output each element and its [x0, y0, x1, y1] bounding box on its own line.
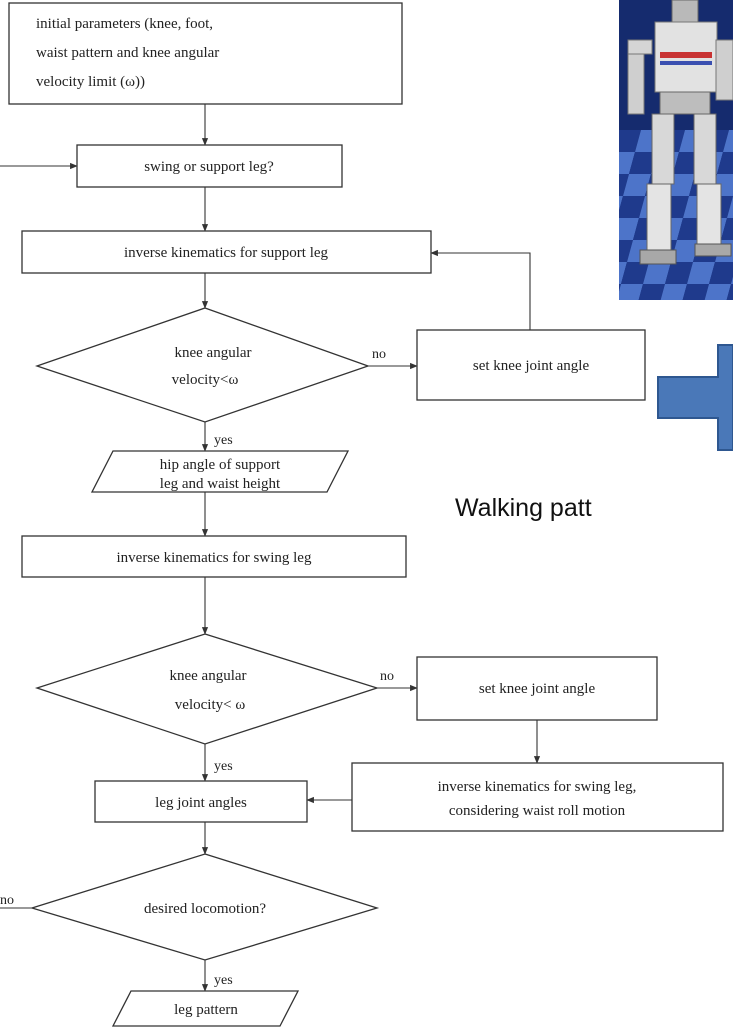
floor-tile — [577, 262, 605, 284]
ik-swing-waist-line2: considering waist roll motion — [449, 803, 626, 819]
initial-parameters-line3: velocity limit (ω)) — [36, 74, 145, 90]
decision1-line2: velocity<ω — [172, 372, 239, 388]
initial-parameters-line1: initial parameters (knee, foot, — [36, 16, 213, 32]
node-set-knee-joint-angle-1: set knee joint angle — [416, 329, 646, 401]
floor-tile — [660, 284, 687, 300]
floor-tile — [619, 196, 623, 211]
node-decision-knee-velocity-2: knee angular velocity< ω — [34, 633, 380, 745]
node-ik-support-leg: inverse kinematics for support leg — [21, 230, 432, 274]
flowchart-edges — [0, 104, 541, 992]
floor-tile — [619, 152, 635, 174]
hip-angle-line2: leg and waist height — [160, 476, 281, 492]
ik-swing-waist-line1: inverse kinematics for swing leg, — [438, 779, 637, 795]
set-knee-2-label: set knee joint angle — [479, 681, 596, 697]
swing-or-support-label: swing or support leg? — [144, 159, 274, 175]
floor-tile — [619, 174, 629, 196]
floor-tile — [619, 218, 639, 240]
decision1-yes-label: yes — [214, 433, 233, 448]
ik-support-leg-label: inverse kinematics for support leg — [124, 245, 329, 261]
floor-tile — [727, 196, 733, 218]
floor-tile — [721, 218, 733, 240]
initial-parameters-line2: waist pattern and knee angular — [36, 45, 219, 61]
node-ik-swing-leg-waist: inverse kinematics for swing leg, consid… — [351, 762, 724, 832]
node-decision-knee-velocity-1: knee angular velocity<ω — [34, 307, 370, 423]
walking-pattern-caption: Walking patt — [455, 494, 592, 522]
node-leg-pattern: leg pattern — [111, 990, 300, 1027]
floor-tile — [665, 262, 693, 284]
humanoid-robot-image — [571, 0, 733, 306]
floor-tile — [629, 152, 657, 174]
decision1-line1: knee angular — [174, 345, 251, 361]
floor-tile — [726, 284, 733, 300]
set-knee-1-label: set knee joint angle — [473, 358, 590, 374]
locomotion-no-label: no — [0, 893, 14, 908]
floor-tile — [638, 284, 665, 300]
floor-tile — [583, 240, 611, 262]
node-hip-angle: hip angle of support leg and waist heigh… — [90, 450, 350, 493]
floor-tile — [619, 240, 633, 262]
node-ik-swing-leg: inverse kinematics for swing leg — [21, 535, 407, 578]
floor-tile — [619, 196, 645, 218]
ik-swing-leg-label: inverse kinematics for swing leg — [117, 550, 312, 566]
floor-tile — [589, 218, 617, 240]
decision2-yes-label: yes — [214, 759, 233, 774]
decision2-no-label: no — [380, 669, 394, 684]
locomotion-yes-label: yes — [214, 973, 233, 988]
decision1-no-label: no — [372, 347, 386, 362]
leg-pattern-label: leg pattern — [174, 1002, 238, 1018]
robot-body — [627, 0, 733, 265]
node-desired-locomotion: desired locomotion? — [29, 853, 380, 961]
big-right-arrow-icon — [657, 344, 733, 451]
floor-tile — [723, 130, 733, 152]
floor-tile — [619, 284, 643, 300]
node-leg-joint-angles: leg joint angles — [94, 780, 308, 823]
node-swing-or-support: swing or support leg? — [76, 144, 343, 188]
floor-tile — [643, 262, 671, 284]
floor-tile — [623, 174, 651, 196]
node-initial-parameters: initial parameters (knee, foot, waist pa… — [8, 2, 403, 105]
floor-tile — [619, 284, 621, 292]
floor-tile — [621, 262, 649, 284]
node-set-knee-joint-angle-2: set knee joint angle — [416, 656, 658, 721]
decision2-line2: velocity< ω — [175, 697, 246, 713]
floor-tile — [619, 262, 627, 284]
floor-tile — [619, 130, 641, 152]
desired-locomotion-label: desired locomotion? — [144, 901, 266, 917]
decision2-line1: knee angular — [169, 668, 246, 684]
leg-joint-angles-label: leg joint angles — [155, 795, 247, 811]
floor-tile — [709, 262, 733, 284]
floor-tile — [717, 152, 733, 174]
floor-tile — [571, 284, 599, 306]
floor-tile — [682, 284, 709, 300]
hip-angle-line1: hip angle of support — [160, 457, 281, 473]
floor-tile — [704, 284, 731, 300]
floor-tile — [687, 262, 715, 284]
floor-tile — [671, 240, 699, 262]
